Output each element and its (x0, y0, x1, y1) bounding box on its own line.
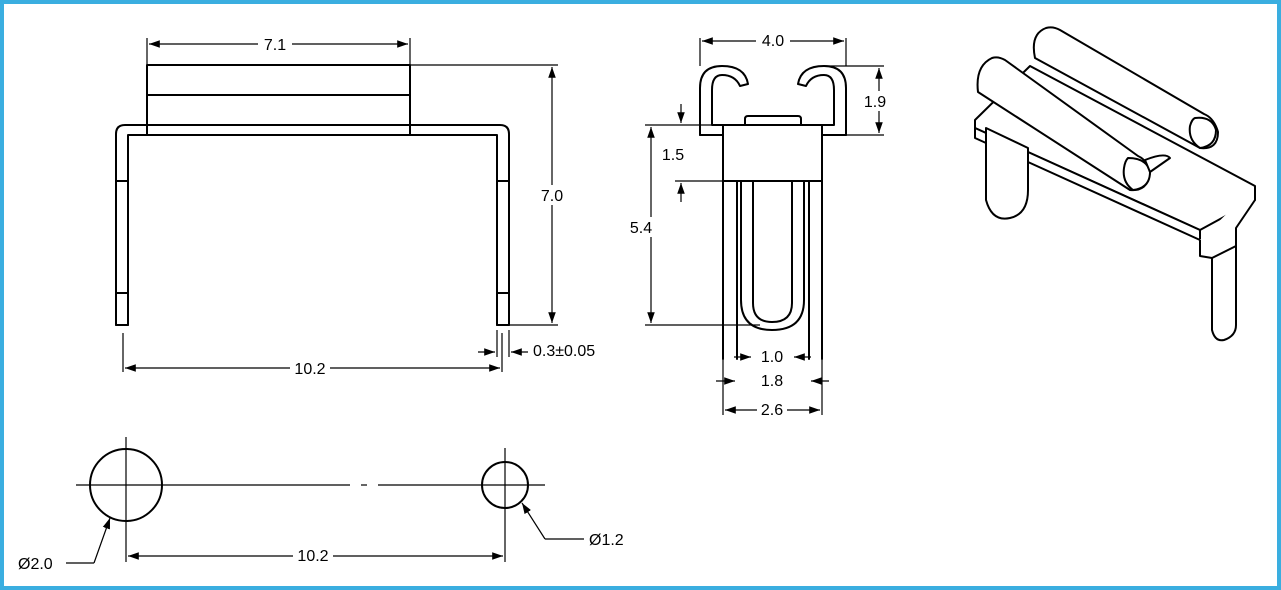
side-left-hook (699, 65, 749, 136)
dim-side-top-width: 4.0 (762, 33, 784, 50)
side-legs (722, 180, 823, 360)
hole-large (89, 448, 163, 522)
front-top-band (146, 94, 411, 126)
iso-left-leg (985, 127, 1029, 220)
front-u-frame-outer (115, 124, 510, 326)
dim-slot-width: 1.0 (761, 349, 783, 366)
hole-small (481, 461, 529, 509)
dim-hole-spacing: 10.2 (297, 548, 328, 565)
side-view: 4.0 1.9 1.5 5.4 1.0 1.8 2 (624, 31, 892, 419)
side-body (722, 124, 823, 182)
front-view: 7.1 7.0 10.2 0.3±0.05 (115, 34, 595, 378)
dim-thickness: 0.3±0.05 (533, 343, 595, 360)
front-u-frame-inner (127, 134, 498, 326)
dim-hole-small: Ø1.2 (589, 532, 624, 549)
dim-side-leg-height: 5.4 (630, 220, 652, 237)
side-u-loop (752, 180, 793, 323)
dim-side-hook-height: 1.9 (864, 94, 886, 111)
side-right-hook (797, 65, 847, 136)
dim-front-top-width: 7.1 (264, 37, 286, 54)
isometric-view (974, 26, 1256, 342)
dim-side-step: 1.5 (662, 147, 684, 164)
dim-front-base-width: 10.2 (294, 361, 325, 378)
dim-hole-large: Ø2.0 (18, 556, 53, 573)
hole-pattern-view: Ø2.0 Ø1.2 10.2 (18, 437, 624, 573)
dim-leg-span: 1.8 (761, 373, 783, 390)
front-top-tab (146, 64, 411, 96)
dim-front-height: 7.0 (541, 188, 563, 205)
dim-body-width: 2.6 (761, 402, 783, 419)
